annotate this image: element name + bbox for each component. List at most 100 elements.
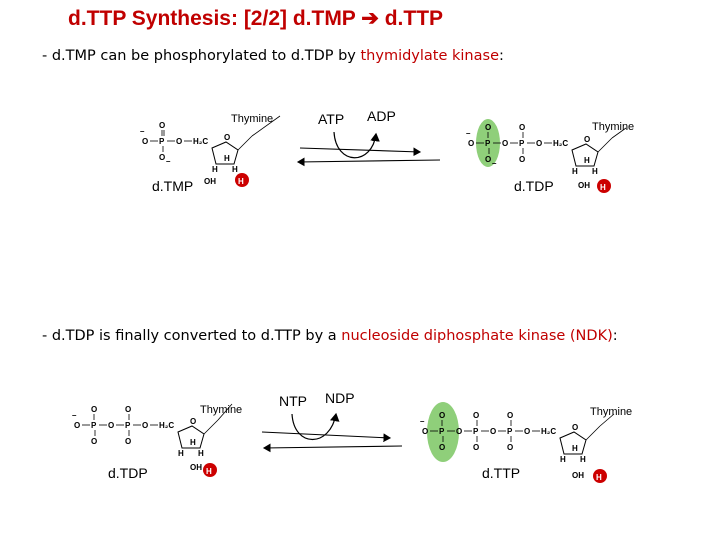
cofactor-ndp: NDP [325,390,355,406]
svg-text:H: H [212,165,218,174]
svg-text:OH: OH [572,471,584,480]
cofactor-atp: ATP [318,111,344,127]
svg-text:H₂C: H₂C [553,139,568,148]
cofactor-curved-arrow [333,131,380,159]
reaction-2: – O P O O O P O O O H₂C O H H H OH [72,390,632,483]
svg-text:OH: OH [578,181,590,190]
svg-text:P: P [91,421,97,430]
dttp-molecule: – O P O O O P O O O P O O O [420,411,615,480]
cofactor-ntp: NTP [279,393,307,409]
thymine-label-right-2: Thymine [590,406,632,418]
thymine-label-left: Thymine [231,113,273,125]
svg-text:O: O [125,405,131,414]
svg-text:OH: OH [204,177,216,186]
svg-text:O: O [91,405,97,414]
svg-text:O: O [485,155,491,164]
h-label-right: H [600,183,606,192]
svg-text:O: O [224,133,230,142]
svg-text:H: H [592,167,598,176]
svg-text:O: O [507,443,513,452]
substrate-name-dtmp: d.TMP [152,178,193,194]
svg-text:P: P [507,427,513,436]
bullet-1-suffix: : [499,48,504,64]
svg-text:–: – [466,129,471,138]
svg-text:P: P [125,421,131,430]
svg-text:H: H [224,154,230,163]
svg-text:O: O [524,427,530,436]
svg-text:O: O [91,437,97,446]
added-phosphate-highlight-2 [427,402,459,462]
dtdp-molecule: – O P O O – O P O O O H₂C O H H H [466,123,627,190]
svg-text:H₂C: H₂C [159,421,174,430]
bullet-1-prefix: - d.TMP can be phosphorylated to d.TDP b… [42,48,361,64]
h-label-left-2: H [206,467,212,476]
h-label-right-2: H [596,473,602,482]
svg-text:O: O [473,443,479,452]
charge-minus: – [140,127,145,136]
thymine-label-right: Thymine [592,121,634,133]
svg-text:H₂C: H₂C [541,427,556,436]
svg-text:O: O [473,411,479,420]
enzyme-thymidylate-kinase: thymidylate kinase [360,48,499,64]
svg-text:P: P [439,427,445,436]
svg-text:O: O [468,139,474,148]
cofactor-adp: ADP [367,108,396,124]
svg-text:H: H [190,438,196,447]
svg-text:O: O [159,153,165,162]
svg-text:O: O [507,411,513,420]
svg-text:O: O [176,137,182,146]
svg-text:O: O [142,421,148,430]
reverse-arrow [296,157,441,167]
svg-text:P: P [159,137,165,146]
svg-text:O: O [519,155,525,164]
svg-text:H: H [572,444,578,453]
title-arrow-icon: ➔ [361,7,379,30]
svg-text:H: H [232,165,238,174]
forward-arrow-2 [261,431,392,443]
svg-text:O: O [519,123,525,132]
reaction-1: – O P O O – O H₂C O H H H OH H Thymine [140,108,634,194]
slide-title: d.TTP Synthesis: [2/2] d.TMP ➔ d.TTP [68,6,443,31]
cofactor-curved-arrow-2 [291,412,340,440]
svg-text:O: O [485,123,491,132]
svg-text:H: H [178,449,184,458]
h-highlight-circle [203,463,217,477]
title-part1: d.TTP Synthesis: [2/2] d.TMP [68,7,356,30]
svg-text:O: O [584,135,590,144]
svg-text:O: O [142,137,148,146]
svg-text:O: O [108,421,114,430]
dtmp-molecule: – O P O O – O H₂C O H H H OH [140,115,281,186]
added-phosphate-highlight [476,119,500,167]
svg-text:P: P [473,427,479,436]
product-name-dtdp: d.TDP [514,178,554,194]
svg-text:H: H [572,167,578,176]
h-highlight-circle [235,173,249,187]
svg-text:O: O [439,411,445,420]
bullet-ndk: - d.TDP is finally converted to d.TTP by… [42,328,618,344]
thymine-label-left-2: Thymine [200,404,242,416]
title-part2: d.TTP [384,7,444,30]
svg-text:P: P [519,139,525,148]
svg-text:O: O [439,443,445,452]
svg-text:O: O [536,139,542,148]
svg-text:O: O [74,421,80,430]
svg-text:–: – [72,411,77,420]
svg-text:O: O [490,427,496,436]
substrate-name-dtdp: d.TDP [108,465,148,481]
h-label-left: H [238,177,244,186]
bullet-2-suffix: : [612,328,618,344]
product-name-dttp: d.TTP [482,465,520,481]
charge-minus: – [166,157,171,166]
svg-text:O: O [125,437,131,446]
reverse-arrow-2 [262,443,403,453]
svg-text:H: H [198,449,204,458]
svg-text:OH: OH [190,463,202,472]
bullet-thymidylate-kinase: - d.TMP can be phosphorylated to d.TDP b… [42,48,504,64]
svg-text:O: O [190,417,196,426]
svg-text:H: H [560,455,566,464]
svg-text:–: – [492,159,497,168]
svg-text:P: P [485,139,491,148]
svg-text:H₂C: H₂C [193,137,208,146]
forward-arrow [299,147,422,157]
